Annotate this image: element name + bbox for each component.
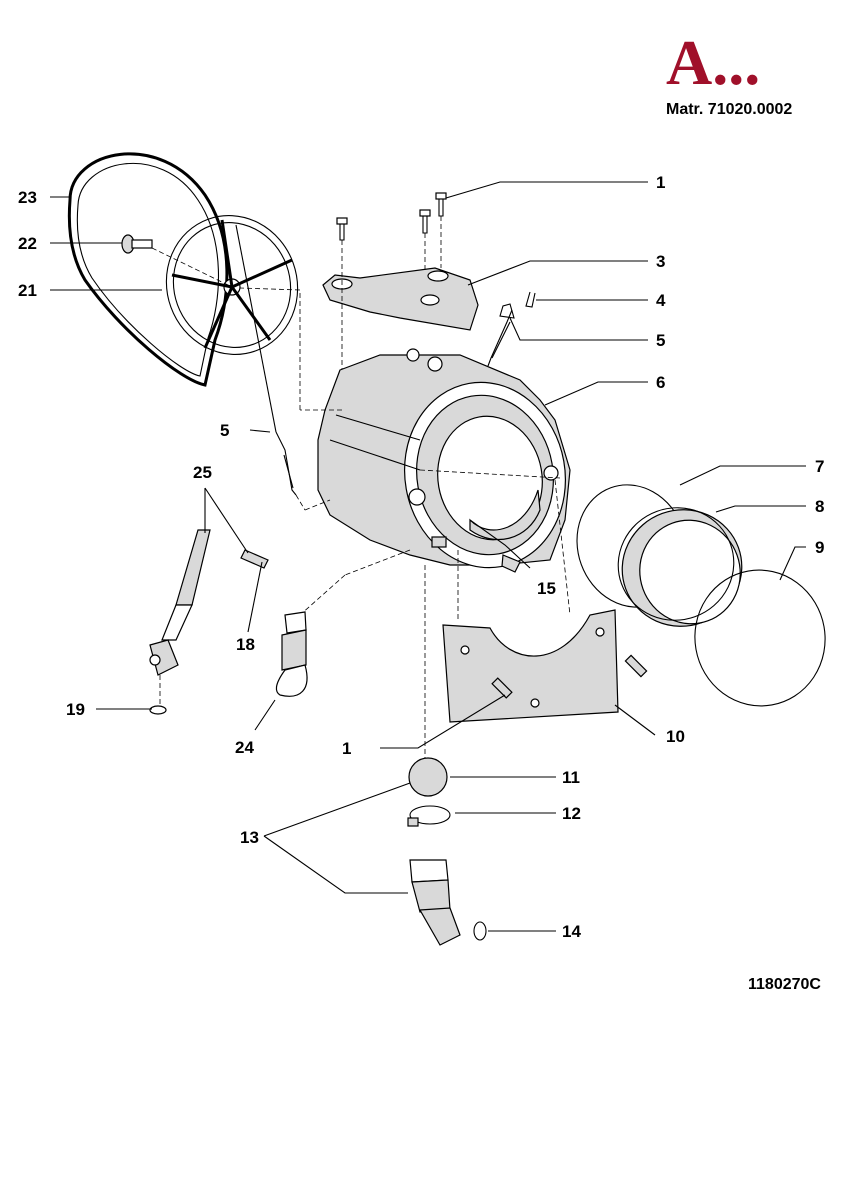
label-6: 6 bbox=[656, 373, 665, 392]
pump-hose bbox=[275, 611, 308, 697]
hose-clamp bbox=[407, 805, 451, 827]
suspension-spring-right bbox=[487, 303, 515, 367]
drawing-code: 1180270C bbox=[748, 976, 821, 993]
counterweight-bracket bbox=[322, 267, 479, 331]
label-25: 25 bbox=[193, 463, 212, 482]
label-5-right: 5 bbox=[656, 331, 665, 350]
label-13: 13 bbox=[240, 828, 259, 847]
label-8: 8 bbox=[815, 497, 824, 516]
absorber-pin bbox=[240, 549, 269, 569]
leader-lines bbox=[50, 181, 806, 932]
screw-top-b bbox=[419, 209, 431, 234]
absorber-washer bbox=[149, 705, 167, 715]
label-7: 7 bbox=[815, 457, 824, 476]
label-15: 15 bbox=[537, 579, 556, 598]
label-1-top: 1 bbox=[656, 173, 665, 192]
tub-support-bracket bbox=[442, 609, 648, 723]
o-ring bbox=[473, 921, 487, 941]
label-1-bottom: 1 bbox=[342, 739, 351, 758]
label-23: 23 bbox=[18, 188, 37, 207]
screw-top-c bbox=[435, 192, 447, 217]
door-gasket bbox=[617, 507, 743, 627]
screw-top-a bbox=[336, 217, 348, 241]
label-9: 9 bbox=[815, 538, 824, 557]
label-12: 12 bbox=[562, 804, 581, 823]
label-22: 22 bbox=[18, 234, 37, 253]
label-18: 18 bbox=[236, 635, 255, 654]
label-19: 19 bbox=[66, 700, 85, 719]
material-number: Matr. 71020.0002 bbox=[666, 101, 792, 118]
shock-absorber bbox=[149, 529, 211, 676]
label-14: 14 bbox=[562, 922, 581, 941]
label-11: 11 bbox=[562, 768, 580, 787]
suspension-spring-left bbox=[275, 431, 297, 496]
label-3: 3 bbox=[656, 252, 665, 271]
seal-ring-9 bbox=[694, 569, 826, 707]
drain-hose bbox=[409, 859, 461, 946]
label-24: 24 bbox=[235, 738, 254, 757]
label-4: 4 bbox=[656, 291, 666, 310]
ball-valve bbox=[408, 757, 448, 797]
label-21: 21 bbox=[18, 281, 37, 300]
washing-tub bbox=[317, 348, 571, 573]
drive-belt bbox=[67, 152, 229, 387]
spring-clip bbox=[525, 291, 536, 308]
drum-pulley bbox=[165, 215, 299, 355]
label-5-left: 5 bbox=[220, 421, 229, 440]
brand-logo: A... bbox=[666, 27, 760, 98]
pulley-screw bbox=[121, 234, 153, 254]
label-10: 10 bbox=[666, 727, 685, 746]
